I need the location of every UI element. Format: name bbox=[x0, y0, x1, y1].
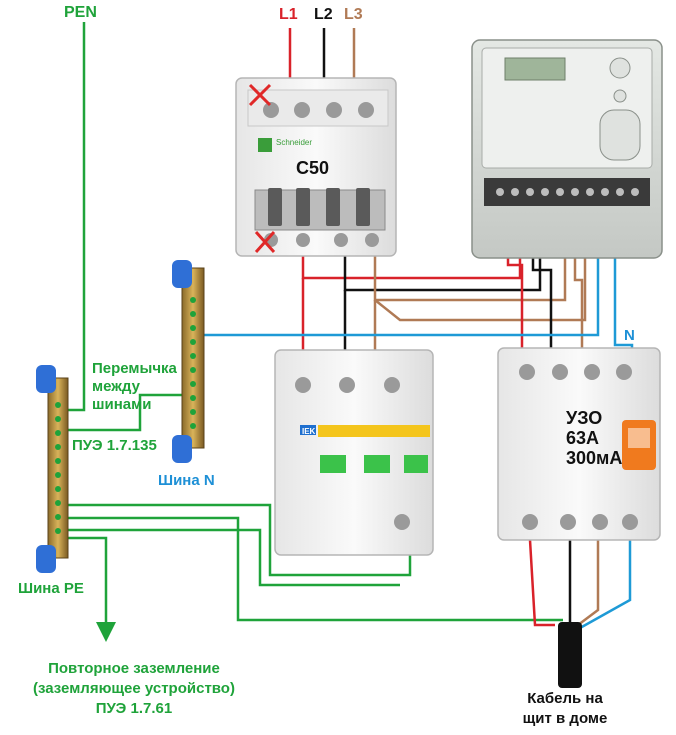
rcd-label-line2: 63А bbox=[566, 428, 600, 448]
bus-n bbox=[172, 260, 205, 463]
meter-display bbox=[504, 57, 566, 81]
circuit-breaker bbox=[235, 77, 397, 257]
pen-label: PEN bbox=[64, 4, 97, 21]
n-wire-label: N bbox=[624, 327, 635, 344]
phase-l2-label: L2 bbox=[314, 6, 333, 23]
pe-wire-rcd bbox=[62, 528, 400, 587]
bus-n-bottom-terminal bbox=[172, 435, 192, 463]
incoming-phases bbox=[288, 28, 356, 80]
bus-pe bbox=[36, 365, 69, 573]
breaker-brand: Schneider bbox=[276, 138, 312, 147]
ground-ref-label: ПУЭ 1.7.61 bbox=[95, 700, 173, 717]
pe-wire-house bbox=[62, 516, 563, 622]
ground-wire bbox=[62, 536, 108, 628]
bus-n-top-terminal bbox=[172, 260, 192, 288]
pen-wire bbox=[62, 22, 86, 412]
spd-window-3 bbox=[404, 455, 428, 473]
rcd-label-line3: 300мА bbox=[566, 448, 623, 468]
ground-label-line1: Повторное заземление bbox=[48, 660, 220, 677]
rcd-label-line1: УЗО bbox=[566, 408, 603, 428]
bus-n-label: Шина N bbox=[158, 472, 215, 489]
jumper-wire bbox=[62, 393, 188, 432]
arrow-down-icon bbox=[96, 622, 116, 642]
cable-label-line2: щит в доме bbox=[522, 710, 608, 727]
phase-l3-label: L3 bbox=[344, 6, 363, 23]
jumper-label-line1: Перемычка bbox=[92, 360, 177, 377]
rcd-device bbox=[497, 347, 661, 541]
bus-pe-label: Шина PE bbox=[18, 580, 84, 597]
jumper-ref-label: ПУЭ 1.7.135 bbox=[72, 437, 157, 454]
breaker-rating-label: C50 bbox=[296, 158, 330, 178]
bus-pe-bottom-terminal bbox=[36, 545, 56, 573]
surge-protector bbox=[274, 349, 434, 556]
spd-window-1 bbox=[320, 455, 346, 473]
spd-brand: IEK bbox=[302, 427, 316, 436]
pe-wire-spd bbox=[62, 503, 412, 577]
house-cable bbox=[558, 622, 582, 688]
pe-wires bbox=[62, 22, 563, 628]
electricity-meter bbox=[471, 39, 663, 259]
red-x-icon bbox=[248, 83, 276, 254]
spd-window-2 bbox=[364, 455, 390, 473]
jumper-label-line2: между bbox=[92, 378, 140, 395]
phase-l1-label: L1 bbox=[279, 6, 298, 23]
bus-pe-top-terminal bbox=[36, 365, 56, 393]
ground-label-line2: (заземляющее устройство) bbox=[33, 680, 235, 697]
jumper-label-line3: шинами bbox=[92, 396, 152, 413]
rcd-out-wires bbox=[528, 539, 632, 630]
cable-label-line1: Кабель на bbox=[527, 690, 603, 707]
